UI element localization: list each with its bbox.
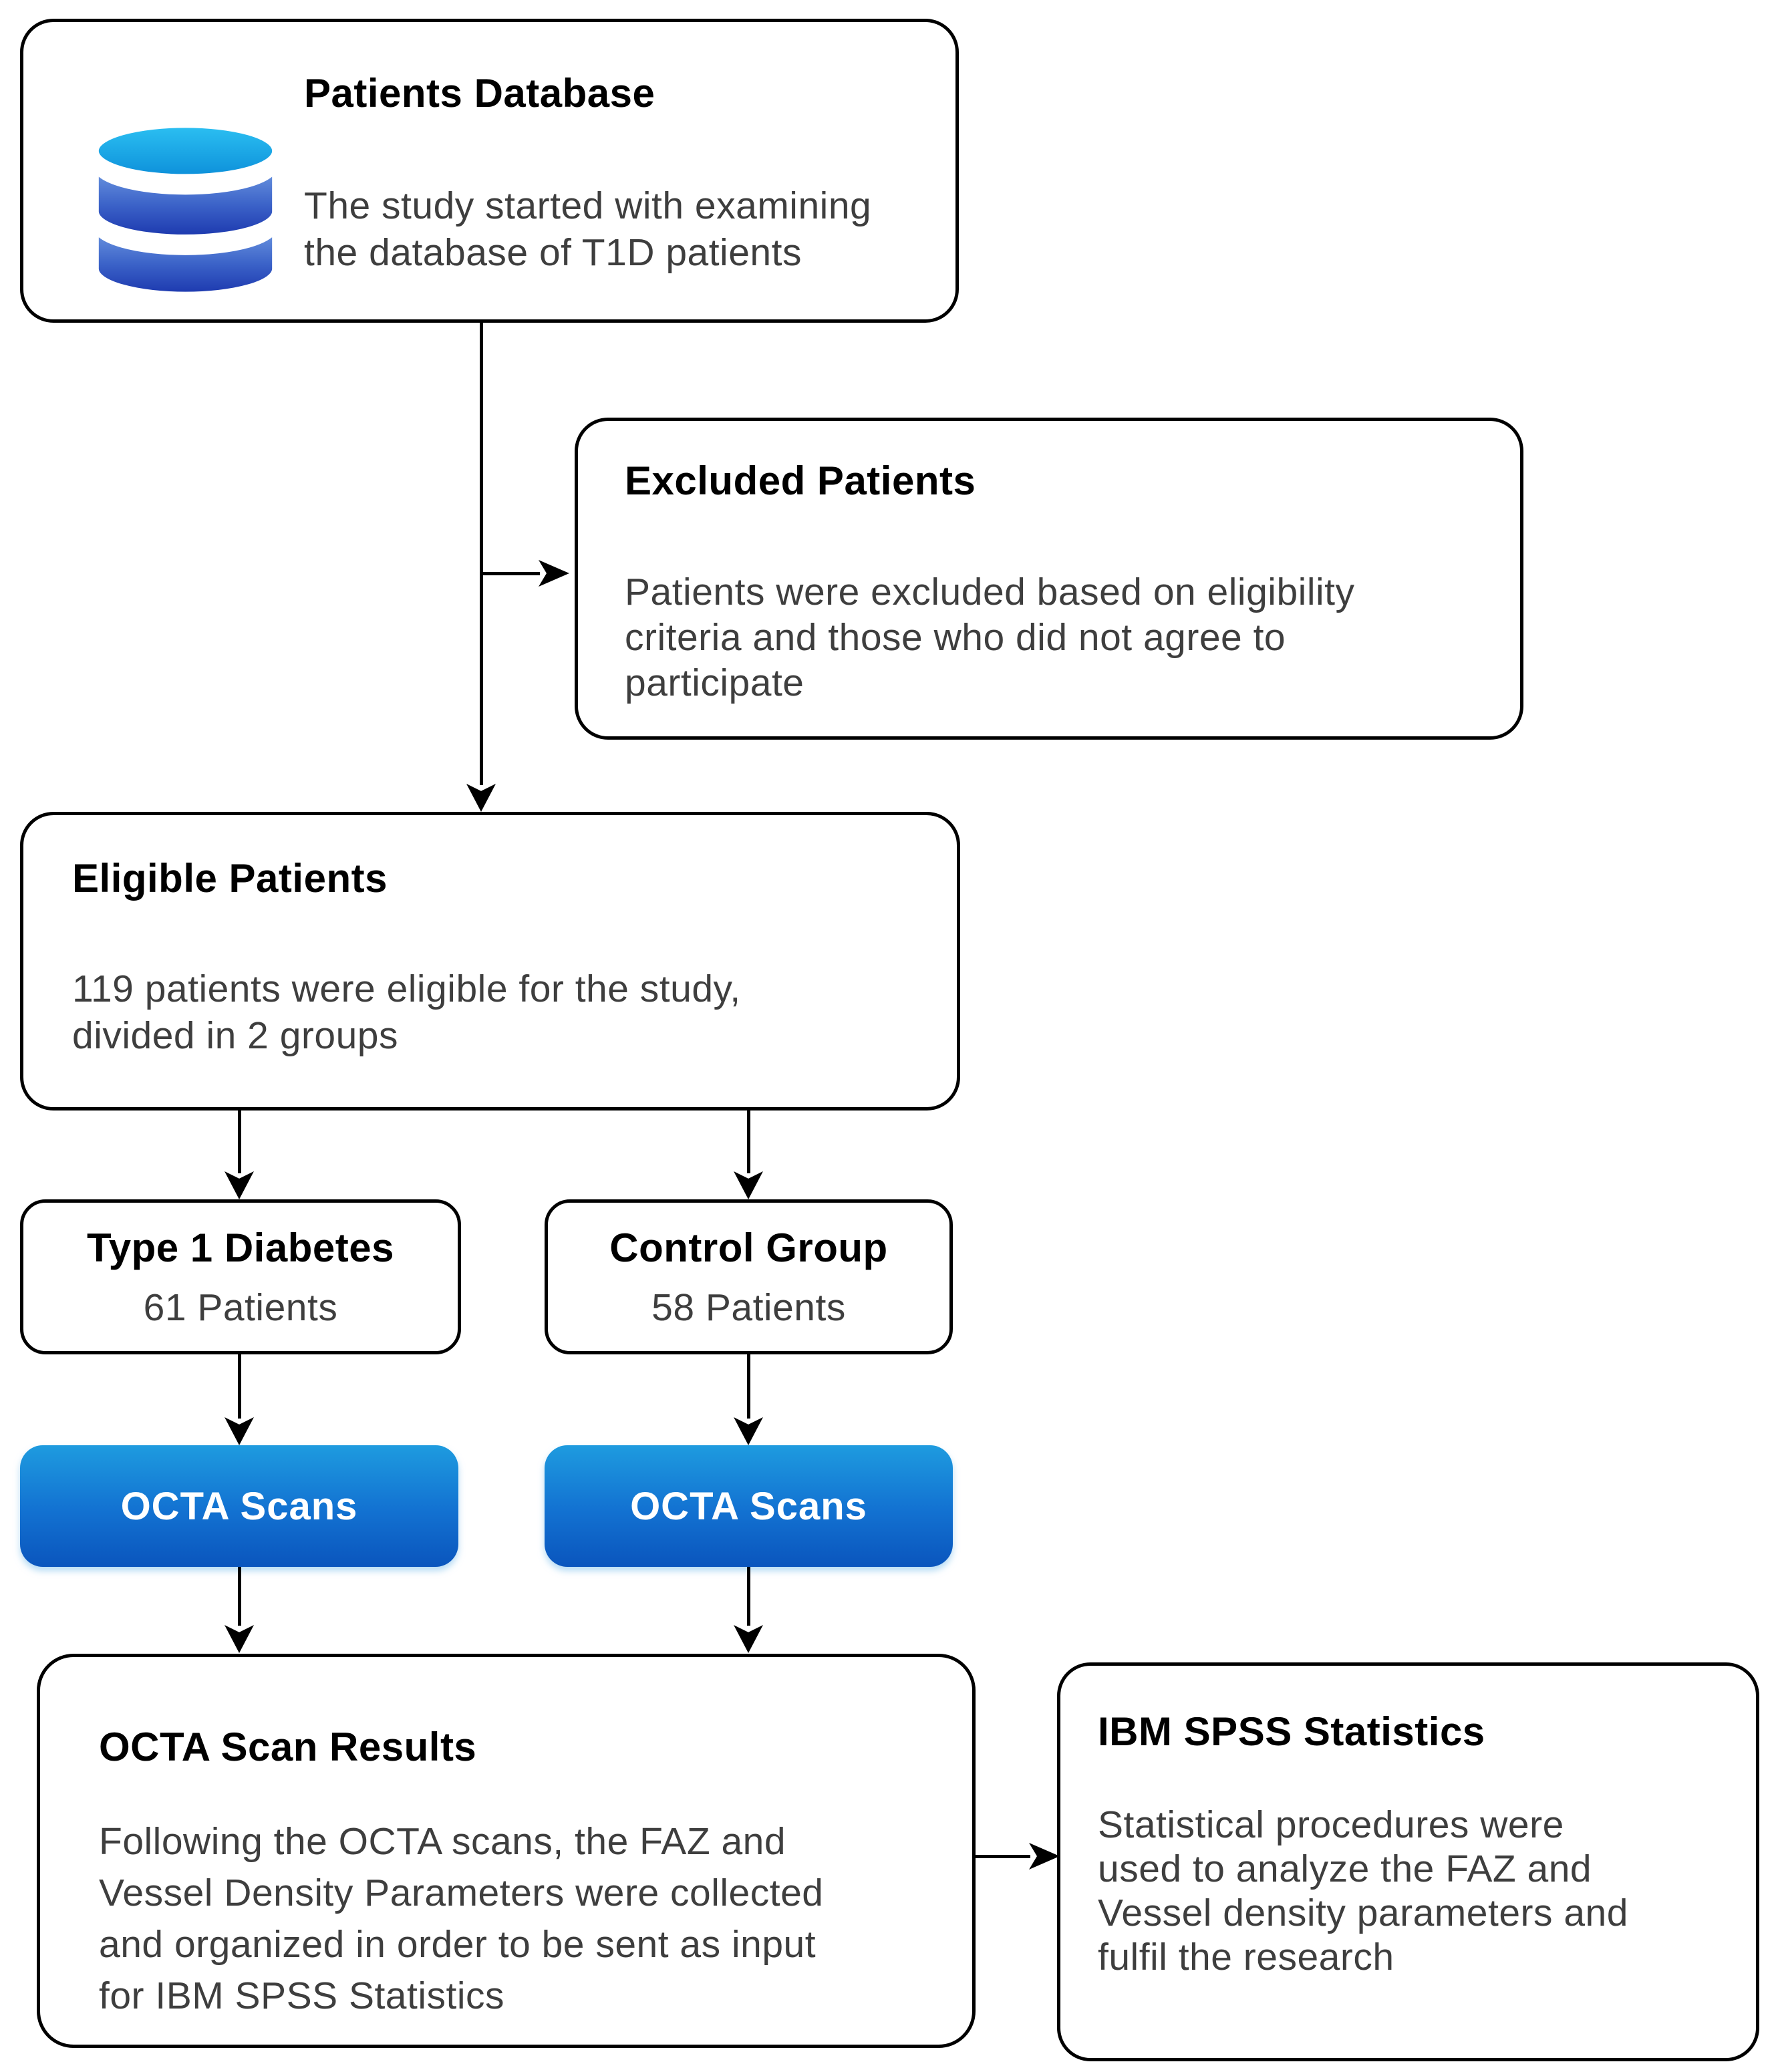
connector-octa-to-results-left-line: [238, 1567, 241, 1626]
connector-octa-to-results-right-line: [747, 1567, 750, 1626]
button-label: OCTA Scans: [630, 1484, 867, 1528]
arrow-down-icon: [734, 1417, 763, 1445]
database-icon: [90, 122, 281, 297]
arrow-down-icon: [225, 1417, 254, 1445]
node-ibm-spss-statistics: IBM SPSS Statistics Statistical procedur…: [1057, 1662, 1759, 2061]
arrow-down-icon: [466, 784, 496, 812]
node-control-group: Control Group 58 Patients: [545, 1199, 953, 1354]
arrow-down-icon: [734, 1625, 763, 1653]
connector-to-excluded-line: [480, 572, 540, 575]
node-body: Following the OCTA scans, the FAZ and Ve…: [99, 1820, 824, 2017]
node-subtitle: 58 Patients: [651, 1286, 846, 1329]
node-title: Type 1 Diabetes: [87, 1225, 394, 1270]
arrow-down-icon: [225, 1625, 254, 1653]
node-eligible-patients: Eligible Patients 119 patients were elig…: [20, 812, 960, 1111]
node-body: The study started with examining the dat…: [304, 184, 872, 274]
button-label: OCTA Scans: [120, 1484, 358, 1528]
node-body: Patients were excluded based on eligibil…: [625, 571, 1355, 704]
node-title: OCTA Scan Results: [99, 1725, 477, 1769]
octa-scans-button-t1d: OCTA Scans: [20, 1445, 458, 1567]
node-patients-database: Patients Database The study started with…: [20, 19, 959, 323]
node-type1-diabetes-group: Type 1 Diabetes 61 Patients: [20, 1199, 461, 1354]
node-subtitle: 61 Patients: [143, 1286, 338, 1329]
node-title: Control Group: [609, 1225, 888, 1270]
node-body: Statistical procedures were used to anal…: [1098, 1803, 1628, 1978]
node-title: IBM SPSS Statistics: [1098, 1709, 1485, 1754]
node-body: 119 patients were eligible for the study…: [72, 968, 741, 1057]
connector-results-to-spss-line: [976, 1855, 1030, 1858]
node-title: Eligible Patients: [72, 856, 388, 901]
node-title: Excluded Patients: [625, 458, 976, 503]
connector-t1d-to-octa-line: [238, 1354, 241, 1419]
arrow-down-icon: [225, 1171, 254, 1199]
node-title: Patients Database: [304, 71, 655, 116]
arrow-down-icon: [734, 1171, 763, 1199]
arrow-right-icon: [539, 560, 569, 587]
node-octa-scan-results: OCTA Scan Results Following the OCTA sca…: [37, 1654, 976, 2048]
connector-database-to-eligible-line: [480, 323, 483, 785]
octa-scans-button-control: OCTA Scans: [545, 1445, 953, 1567]
connector-eligible-to-control-line: [747, 1111, 750, 1173]
connector-control-to-octa-line: [747, 1354, 750, 1419]
arrow-right-icon: [1029, 1843, 1060, 1870]
connector-eligible-to-t1d-line: [238, 1111, 241, 1173]
node-excluded-patients: Excluded Patients Patients were excluded…: [575, 418, 1523, 740]
